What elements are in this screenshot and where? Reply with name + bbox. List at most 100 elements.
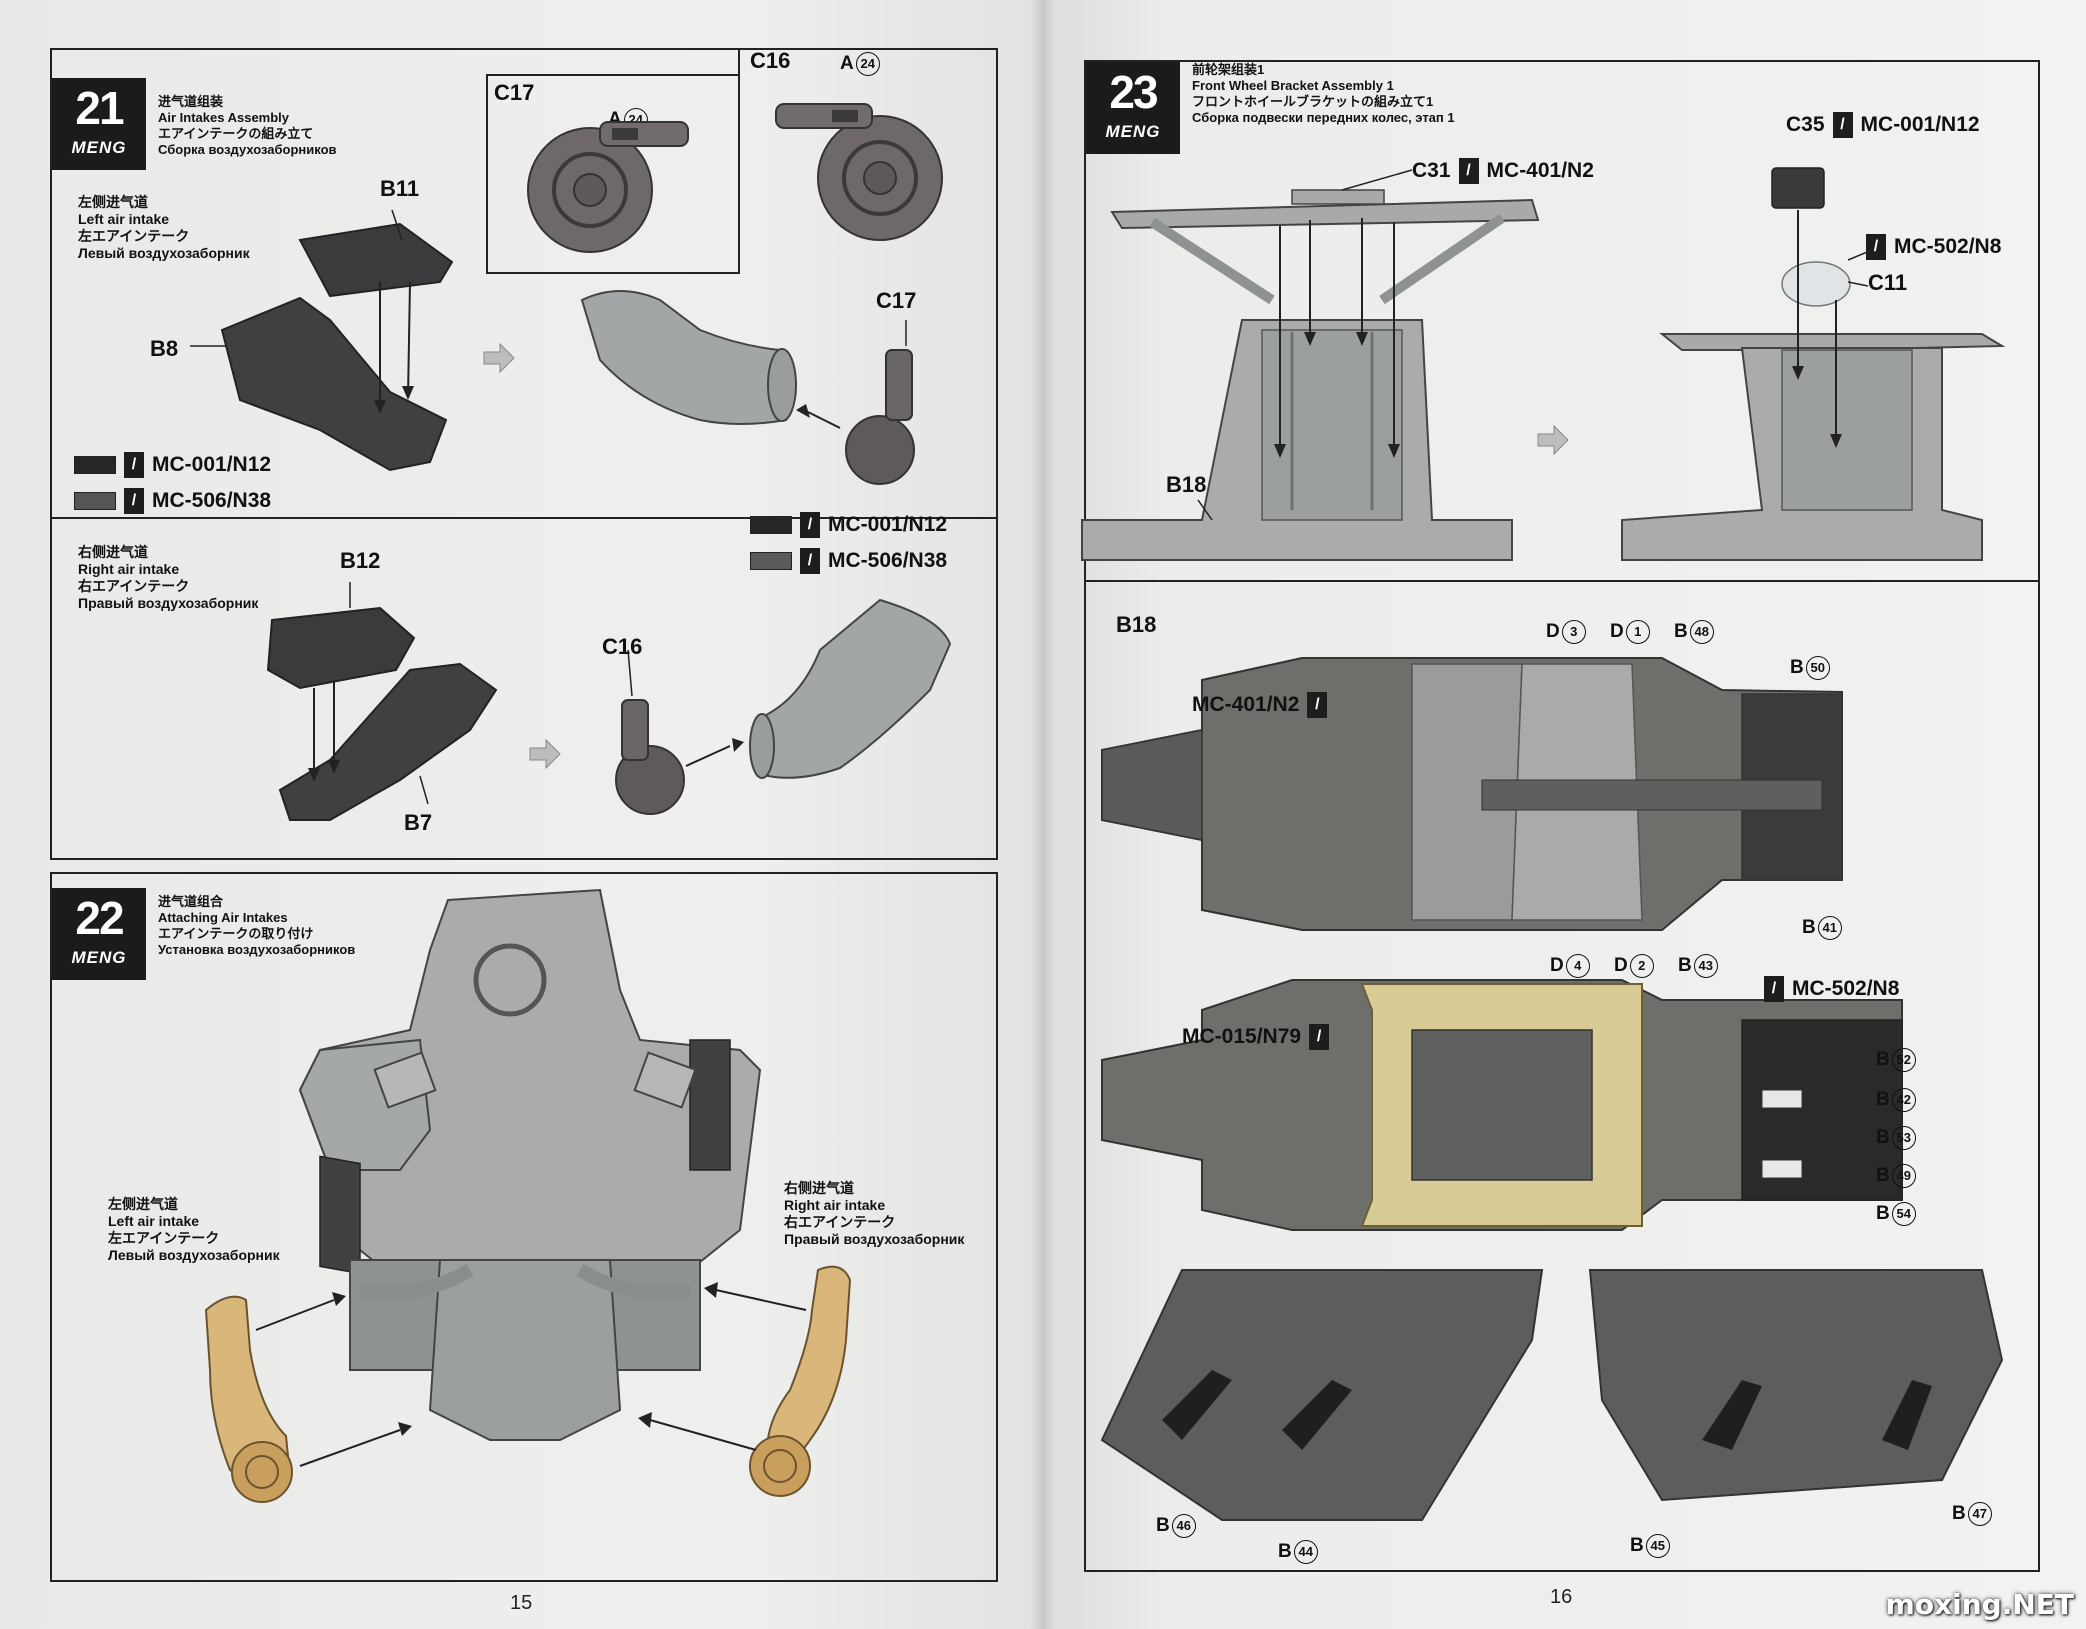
color-code: MC-502/N8 — [1792, 977, 1900, 1000]
page-number: 16 — [1550, 1586, 1573, 1608]
color-legend-row: / MC-506/N38 — [74, 488, 271, 514]
color-legend-row: / MC-001/N12 — [74, 452, 271, 478]
label-cn: 左侧进气道 — [78, 194, 148, 210]
floor-b18-top — [1101, 657, 1843, 931]
label-ru: Правый воздухозаборник — [784, 1231, 965, 1247]
inset-separator — [738, 48, 740, 274]
part-c11-code-callout: / MC-502/N8 — [1866, 234, 2001, 260]
part-c11 — [1781, 261, 1851, 307]
inset-top-edge — [486, 74, 738, 76]
direction-arrow — [1537, 424, 1569, 456]
title-ru: Сборка подвески передних колес, этап 1 — [1192, 110, 1455, 125]
part-label-b18: B18 — [1166, 472, 1207, 497]
title-cn: 前轮架组装1 — [1192, 62, 1265, 77]
part-label-c35: C35 — [1786, 113, 1825, 136]
part-c31-callout: C31 / MC-401/N2 — [1412, 158, 1594, 184]
label-en: Left air intake — [108, 1213, 200, 1229]
step-number: 23 — [1109, 66, 1158, 118]
right-intake-label: 右侧进气道 Right air intake 右エアインテーク Правый в… — [78, 544, 258, 612]
title-en: Air Intakes Assembly — [158, 110, 290, 125]
page-number: 15 — [510, 1592, 533, 1614]
paint-brush-icon: / — [1764, 976, 1784, 1002]
part-label-b7: B7 — [404, 810, 433, 835]
floor-tan — [1101, 979, 1903, 1231]
label-jp: 左エアインテーク — [78, 228, 190, 244]
title-jp: フロントホイールブラケットの組み立て1 — [1192, 94, 1434, 109]
floor-color-callout: MC-401/N2 / — [1192, 692, 1328, 718]
assembled-intake-grey — [580, 290, 797, 425]
diffuser-right — [1588, 1269, 2004, 1502]
step23-divider — [1084, 580, 2040, 582]
step21-badge: 21 MENG — [52, 78, 146, 170]
step21-frame — [50, 48, 998, 860]
part-label-b12: B12 — [340, 548, 381, 573]
direction-arrow — [483, 342, 515, 374]
color-code: MC-506/N38 — [152, 489, 272, 512]
paint-brush-icon: / — [1832, 112, 1853, 138]
color-legend-row: / MC-001/N12 — [750, 512, 947, 538]
right-intake-tan — [749, 1265, 852, 1497]
color-swatch — [74, 456, 116, 474]
title-ru: Установка воздухозаборников — [158, 942, 356, 957]
step-number: 22 — [75, 892, 124, 944]
part-b18-assembly-right — [1621, 333, 2006, 561]
brand-logo: MENG — [71, 138, 127, 157]
paint-brush-icon: / — [124, 488, 144, 514]
label-ru: Левый воздухозаборник — [78, 245, 250, 261]
left-intake-label: 左侧进气道 Left air intake 左エアインテーク Левый воз… — [108, 1196, 280, 1264]
label-jp: 左エアインテーク — [108, 1230, 220, 1246]
paint-brush-icon: / — [800, 512, 820, 538]
color-legend-row: / MC-506/N38 — [750, 548, 947, 574]
paint-brush-icon: / — [1307, 692, 1328, 718]
part-number-circle: 24 — [855, 52, 880, 76]
dark-color-callout: / MC-502/N8 — [1764, 976, 1899, 1002]
part-b8 — [220, 296, 448, 472]
step22-title: 进气道组合 Attaching Air Intakes エアインテークの取り付け… — [158, 894, 355, 958]
diffuser-left — [1100, 1269, 1544, 1521]
part-c35 — [1771, 167, 1825, 209]
part-b12 — [266, 606, 416, 690]
part-label-b11: B11 — [380, 176, 420, 201]
color-swatch — [74, 492, 116, 510]
label-cn: 左侧进气道 — [108, 1196, 178, 1212]
paint-brush-icon: / — [124, 452, 144, 478]
step-number: 21 — [75, 82, 124, 134]
step22-badge: 22 MENG — [52, 888, 146, 980]
paint-brush-icon: / — [1866, 234, 1886, 260]
part-label-b18-section: B18 — [1116, 612, 1157, 637]
step22-frame — [50, 872, 998, 1582]
part-c16 — [615, 699, 744, 815]
title-ru: Сборка воздухозаборников — [158, 142, 337, 157]
chassis-body — [298, 888, 762, 1441]
part-b18-assembly-left — [1081, 319, 1513, 561]
step23-title: 前轮架组装1 Front Wheel Bracket Assembly 1 フロ… — [1192, 62, 1455, 126]
part-label-c31: C31 — [1412, 159, 1451, 182]
paint-brush-icon: / — [800, 548, 820, 574]
assembled-intake-grey — [749, 598, 952, 779]
brand-logo: MENG — [71, 948, 127, 967]
part-b11 — [298, 222, 454, 298]
label-ru: Правый воздухозаборник — [78, 595, 259, 611]
part-label-c16: C16 — [602, 634, 643, 659]
turbo-c16-inset — [775, 103, 943, 241]
part-label-c16-inset: C16 — [750, 48, 791, 73]
title-jp: エアインテークの取り付け — [158, 926, 314, 941]
part-label-c11: C11 — [1868, 270, 1908, 295]
part-c17 — [796, 349, 915, 485]
title-en: Front Wheel Bracket Assembly 1 — [1192, 78, 1394, 93]
title-en: Attaching Air Intakes — [158, 910, 288, 925]
left-page: 21 MENG 进气道组装 Air Intakes Assembly エアインテ… — [0, 0, 1042, 1629]
step23-frame — [1084, 60, 2040, 1572]
step21-title: 进气道组装 Air Intakes Assembly エアインテークの組み立て … — [158, 94, 337, 158]
title-cn: 进气道组装 — [158, 94, 224, 109]
